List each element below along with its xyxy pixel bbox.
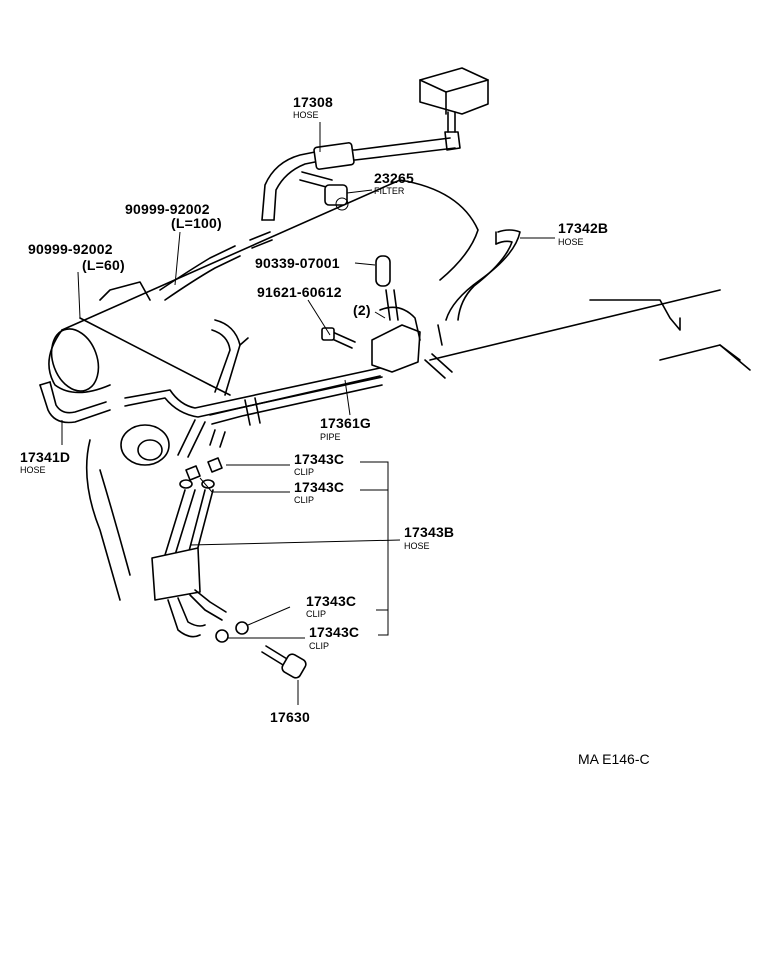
label-17361G: 17361G PIPE [320, 415, 371, 442]
label-17308: 17308 HOSE [293, 94, 333, 120]
part-number-17343C-2: 17343C [294, 479, 344, 495]
part-number-17630: 17630 [270, 709, 310, 725]
label-17630: 17630 [270, 709, 310, 725]
part-desc-17343C-2: CLIP [294, 495, 314, 505]
pipe-17361G [124, 319, 383, 458]
label-23265: 23265 FILTER [374, 170, 414, 196]
part-90339-07001 [375, 255, 391, 287]
part-desc-17341D: HOSE [20, 465, 46, 475]
filter-23265 [299, 171, 349, 211]
part-number-90999-92002-b: 90999-92002 [28, 241, 113, 257]
label-17343C-3: 17343C CLIP [306, 593, 356, 619]
diagram-code: MA E146-C [578, 751, 650, 767]
part-note-L60: (L=60) [82, 257, 125, 273]
part-number-17343C-3: 17343C [306, 593, 356, 609]
hose-17342B [445, 229, 521, 321]
part-desc-17343C-1: CLIP [294, 467, 314, 477]
vsv-bracket [321, 289, 453, 379]
hose-17341D [39, 381, 111, 424]
part-desc-23265: FILTER [374, 186, 405, 196]
part-desc-17361G: PIPE [320, 432, 341, 442]
label-17343C-2: 17343C CLIP [294, 479, 344, 505]
part-number-90339-07001: 90339-07001 [255, 255, 340, 271]
part-desc-17342B: HOSE [558, 237, 584, 247]
part-number-17342B: 17342B [558, 220, 608, 236]
part-qty-91621-60612: (2) [353, 302, 371, 318]
part-number-17343C-4: 17343C [309, 624, 359, 640]
hose-90999-92002 [159, 231, 273, 301]
label-91621-60612: 91621-60612 (2) [257, 284, 371, 318]
part-17630 [261, 645, 307, 679]
part-note-L100: (L=100) [171, 215, 222, 231]
part-number-17341D: 17341D [20, 449, 70, 465]
part-number-17308: 17308 [293, 94, 333, 110]
part-desc-17343B: HOSE [404, 541, 430, 551]
label-17341D: 17341D HOSE [20, 449, 70, 475]
part-number-23265: 23265 [374, 170, 414, 186]
label-17343C-1: 17343C CLIP [294, 451, 344, 477]
engine-outline [48, 179, 751, 601]
part-number-17343C-1: 17343C [294, 451, 344, 467]
label-90999-92002-L60: 90999-92002 (L=60) [28, 241, 125, 273]
part-desc-17308: HOSE [293, 110, 319, 120]
part-desc-17343C-4: CLIP [309, 641, 329, 651]
part-number-91621-60612: 91621-60612 [257, 284, 342, 300]
leader-lines [61, 122, 555, 705]
label-17343C-4: 17343C CLIP [309, 624, 359, 651]
part-number-90999-92002-a: 90999-92002 [125, 201, 210, 217]
hose-17308 [261, 131, 461, 221]
part-number-17343B: 17343B [404, 524, 454, 540]
clips-17343C [185, 457, 249, 643]
label-90339-07001: 90339-07001 [255, 255, 340, 271]
part-number-17361G: 17361G [320, 415, 371, 431]
label-17343B: 17343B HOSE [404, 524, 454, 551]
label-90999-92002-L100: 90999-92002 (L=100) [125, 201, 222, 231]
canister-block [419, 67, 489, 133]
hose-17343B [151, 479, 227, 638]
part-desc-17343C-3: CLIP [306, 609, 326, 619]
label-17342B: 17342B HOSE [558, 220, 608, 247]
